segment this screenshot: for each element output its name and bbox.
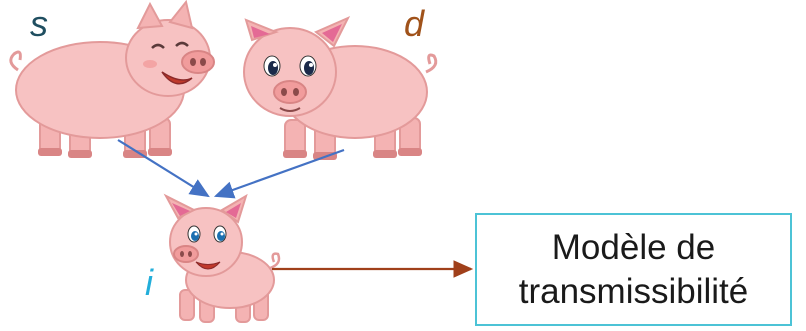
individual-label: i — [145, 265, 153, 301]
sire-label: s — [30, 6, 48, 42]
model-box-line-1: Modèle de — [519, 226, 749, 270]
dam-label: d — [404, 6, 424, 42]
transmissibility-model-box: Modèle de transmissibilité — [475, 213, 792, 326]
model-box-line-2: transmissibilité — [519, 270, 749, 314]
dam-to-individual-arrow — [216, 150, 344, 196]
individual-pig-image — [166, 196, 279, 322]
